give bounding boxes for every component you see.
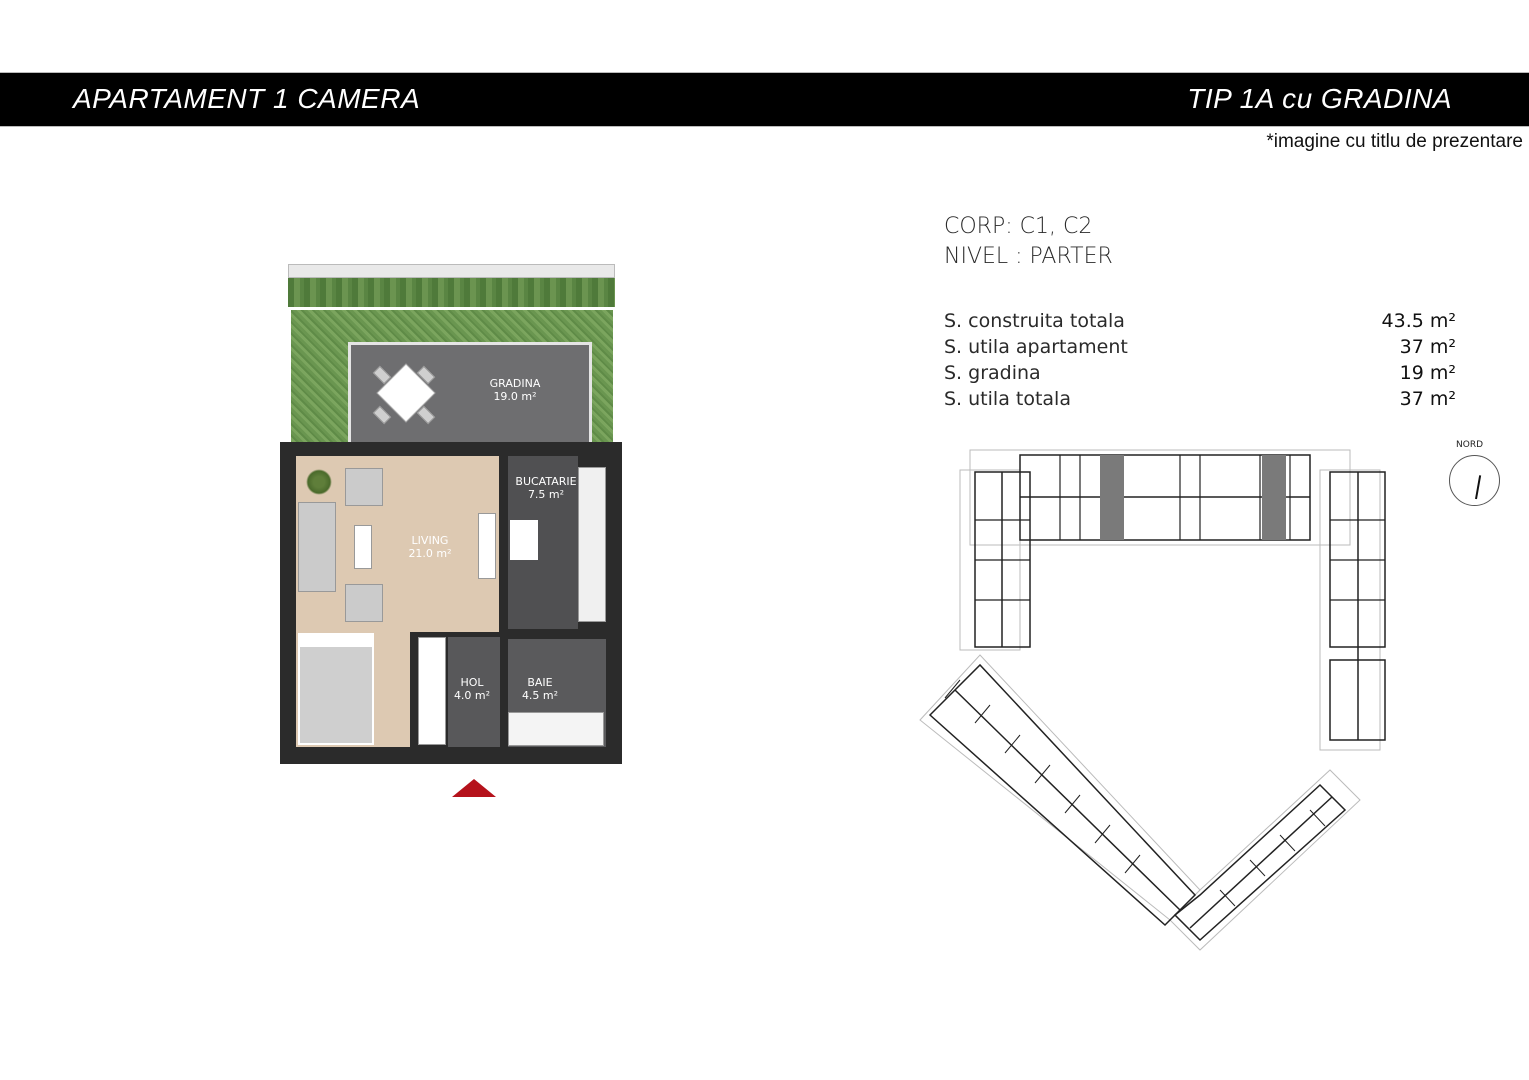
room-name: BAIE [527,676,553,689]
spec-value: 19 m² [1399,362,1456,384]
room-label-gradina: GRADINA 19.0 m² [475,377,555,403]
armchair-icon [345,584,383,622]
dining-table-icon [510,520,538,560]
sofa-icon [298,502,336,592]
room-area: 4.0 m² [453,689,491,702]
room-area: 19.0 m² [493,390,537,403]
room-area: 21.0 m² [408,547,452,560]
highlighted-unit [1100,455,1124,540]
entry-arrow-icon [452,779,496,797]
compass-icon [1449,455,1500,506]
highlighted-unit [1262,455,1286,540]
bathtub-icon [508,712,604,746]
title-bar: APARTAMENT 1 CAMERA TIP 1A cu GRADINA [0,72,1529,127]
plant-icon [306,469,332,495]
room-name: GRADINA [489,377,541,390]
kitchen-counter [578,467,606,622]
garden-border [288,264,615,278]
building-label: CORP: C1, C2 [944,214,1093,239]
room-name: BUCATARIE [515,475,577,488]
spec-row: S. construita totala 43.5 m² [944,308,1456,334]
room-label-baie: BAIE 4.5 m² [510,676,570,702]
room-name: LIVING [411,534,449,547]
apartment-type-title: APARTAMENT 1 CAMERA [73,83,421,114]
apartment-info: CORP: C1, C2 NIVEL : PARTER S. construit… [944,212,1456,412]
level-label: NIVEL : PARTER [944,244,1113,269]
spec-row: S. gradina 19 m² [944,360,1456,386]
room-label-bucatarie: BUCATARIE 7.5 m² [506,475,586,501]
tv-unit-icon [478,513,496,579]
spec-label: S. gradina [944,362,1041,384]
site-plan [919,449,1386,951]
room-hallway [448,637,500,747]
spec-label: S. utila totala [944,388,1071,410]
area-specs: S. construita totala 43.5 m² S. utila apa… [944,308,1456,412]
north-indicator: NORD [1448,440,1504,506]
spec-row: S. utila apartament 37 m² [944,334,1456,360]
room-area: 4.5 m² [521,689,559,702]
spec-value: 37 m² [1399,388,1456,410]
spec-label: S. utila apartament [944,336,1128,358]
bed-icon [298,633,374,745]
room-name: HOL [460,676,484,689]
room-label-living: LIVING 21.0 m² [390,534,470,560]
spec-value: 43.5 m² [1381,310,1456,332]
spec-row: S. utila totala 37 m² [944,386,1456,412]
north-label: NORD [1456,440,1483,450]
apartment-variant-title: TIP 1A cu GRADINA [1187,83,1452,114]
room-area: 7.5 m² [527,488,565,501]
coffee-table-icon [354,525,372,569]
disclaimer-note: *imagine cu titlu de prezentare [1266,131,1523,152]
armchair-icon [345,468,383,506]
apartment-floor-plan: GRADINA 19.0 m² LIVING 21.0 m² BUCATARIE… [270,255,630,800]
wardrobe [418,637,446,745]
spec-value: 37 m² [1399,336,1456,358]
spec-label: S. construita totala [944,310,1125,332]
hedge [288,278,615,307]
room-label-hol: HOL 4.0 m² [442,676,502,702]
compass-needle-icon [1475,475,1482,500]
